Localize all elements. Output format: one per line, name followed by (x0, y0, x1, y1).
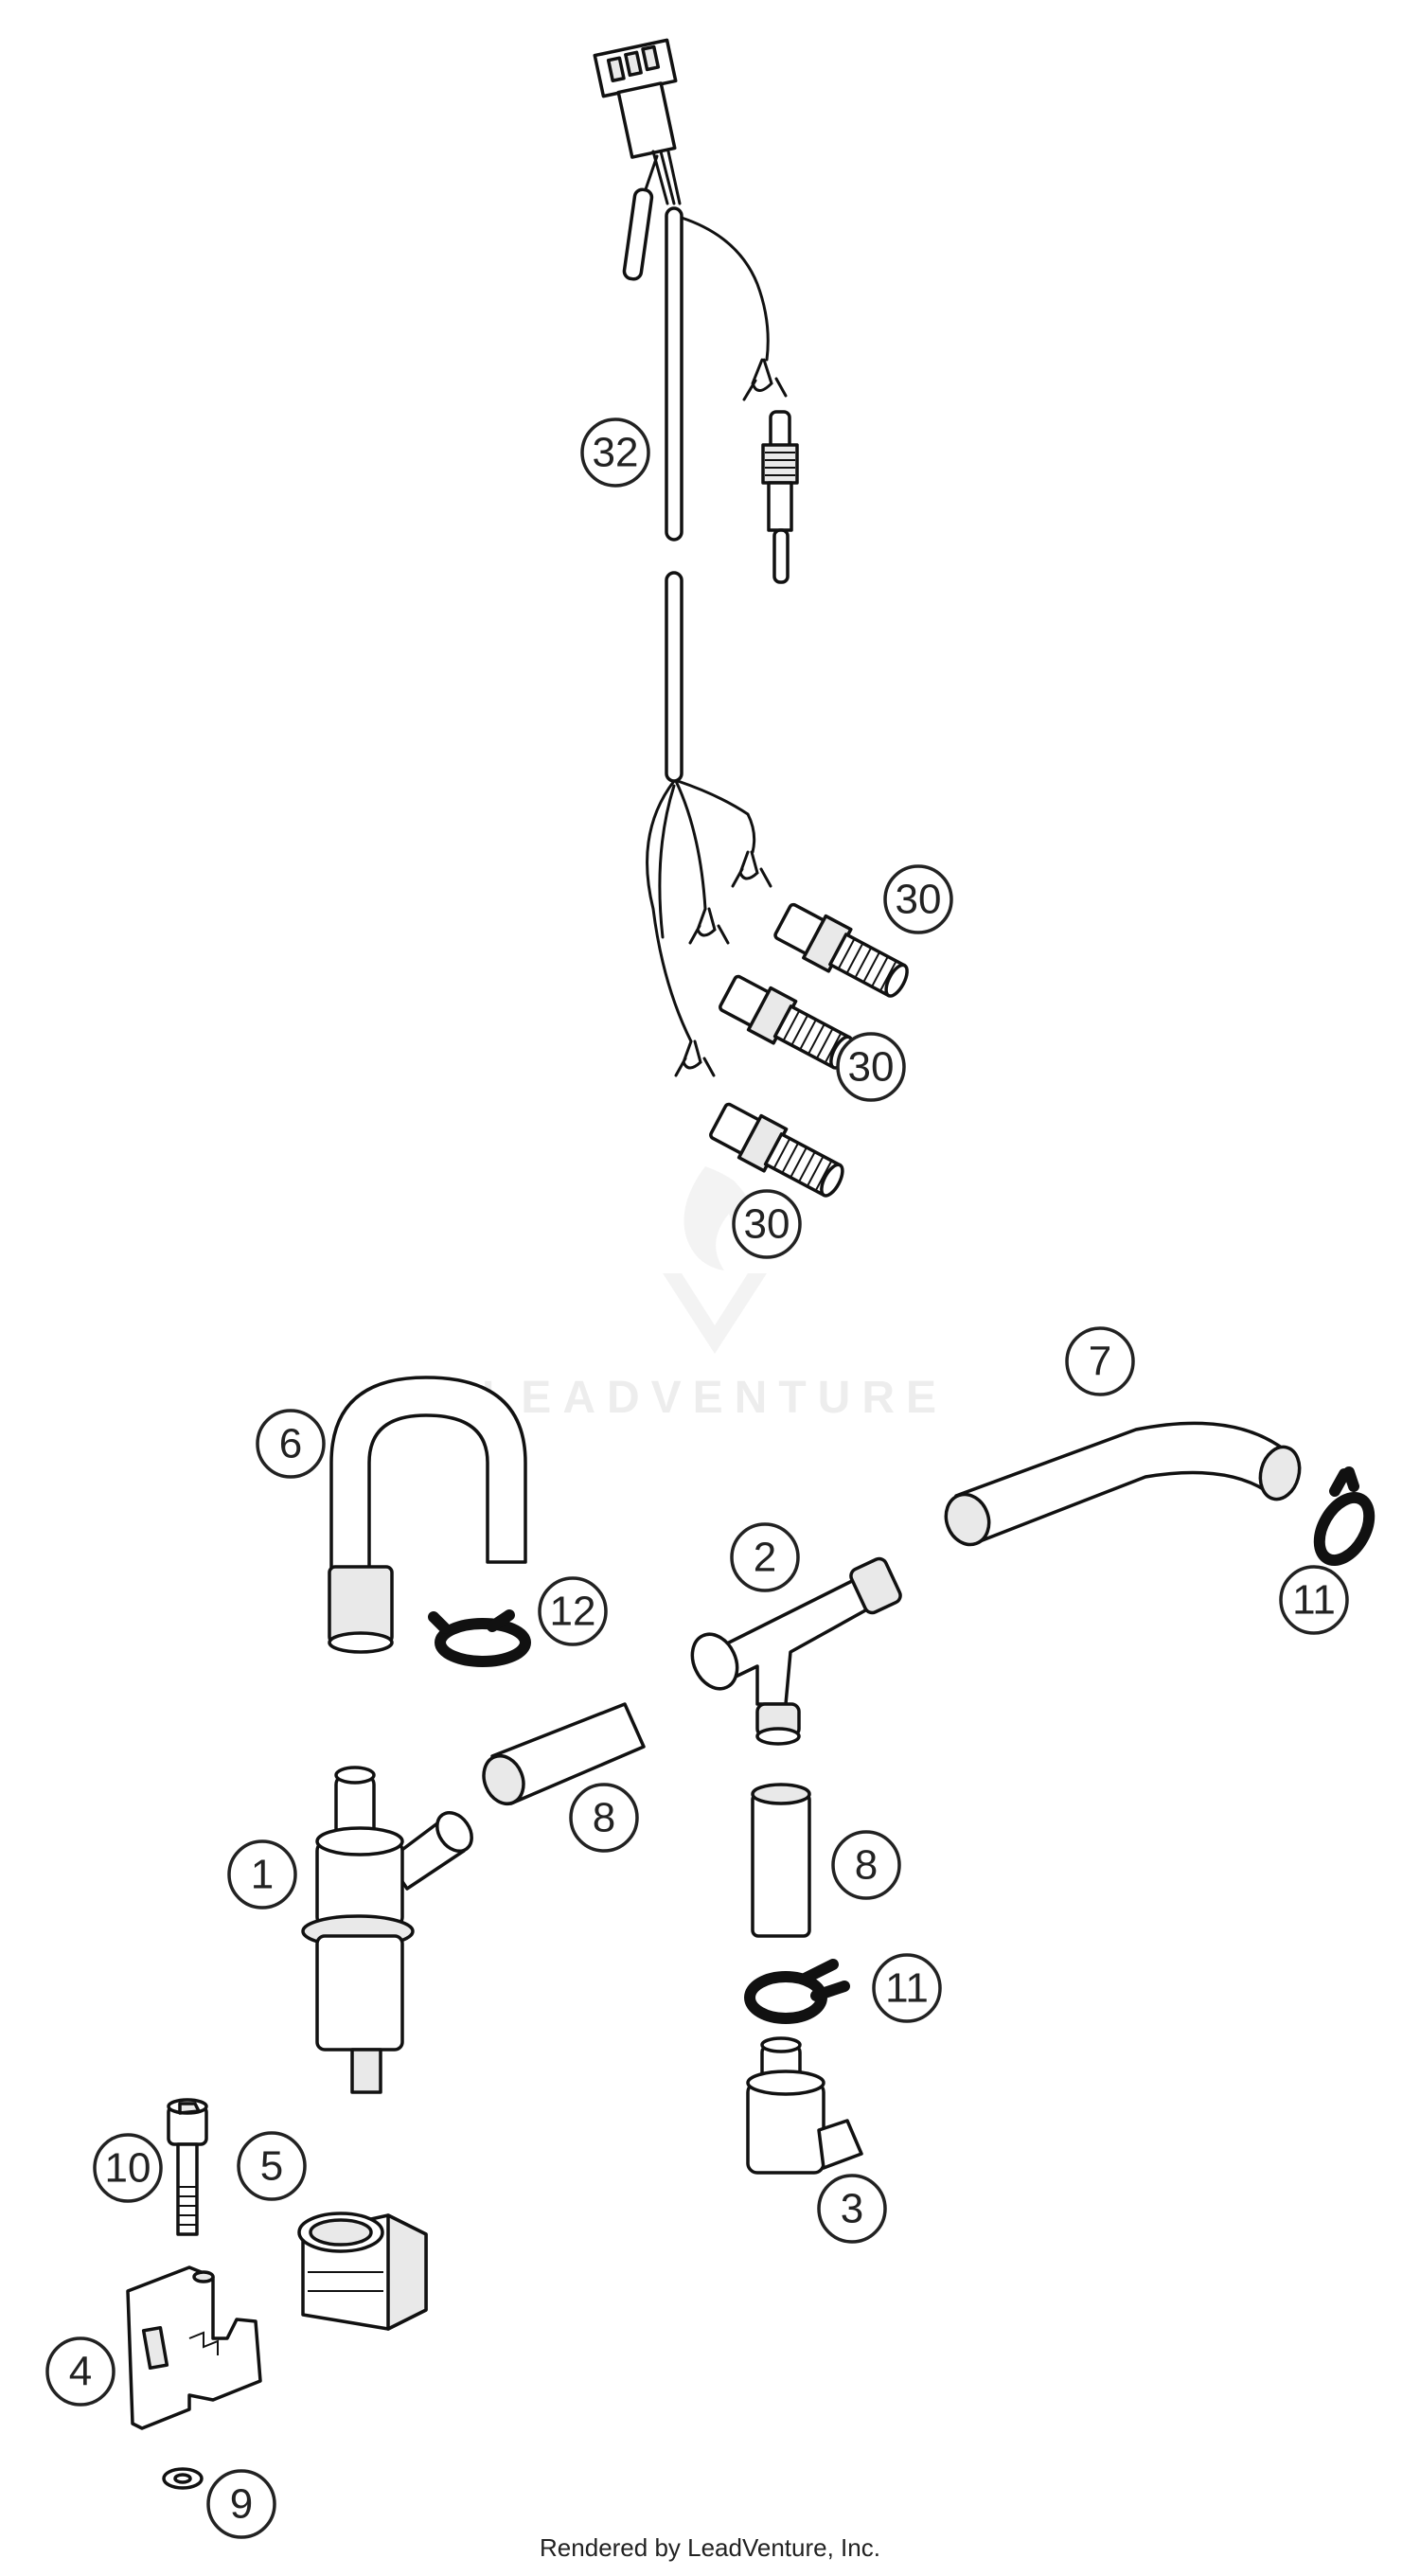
ring-terminal-top (742, 358, 788, 401)
callout-11b[interactable]: 11 (872, 1953, 942, 2023)
valve-body-1[interactable] (301, 1766, 479, 2094)
callout-30c-label: 30 (744, 1201, 790, 1248)
harness-cable-lower (665, 571, 683, 783)
watermark-logo (663, 1166, 767, 1354)
callout-4-label: 4 (69, 2349, 92, 2395)
callout-6-label: 6 (279, 1421, 302, 1467)
callout-7-label: 7 (1089, 1339, 1111, 1385)
watermark-text: LEADVENTURE (482, 1373, 948, 1423)
short-hose-8a[interactable] (477, 1702, 646, 1810)
bent-hose-7[interactable] (939, 1421, 1305, 1551)
callout-5-label: 5 (260, 2143, 283, 2190)
callout-30a[interactable]: 30 (883, 864, 953, 934)
ring-terminal-2 (688, 907, 730, 945)
callout-30b[interactable]: 30 (836, 1032, 906, 1102)
callout-3-label: 3 (841, 2186, 863, 2232)
temperature-sensor-30c[interactable] (707, 1099, 850, 1205)
hose-clamp-12[interactable] (428, 1609, 531, 1667)
bolt-10[interactable] (167, 2098, 208, 2236)
callout-10-label: 10 (105, 2145, 151, 2192)
harness-cable-upper (665, 206, 683, 542)
callout-8b[interactable]: 8 (831, 1830, 901, 1900)
callout-8a-label: 8 (593, 1795, 615, 1841)
callout-11a-label: 11 (1292, 1577, 1336, 1624)
wiring-harness-32[interactable] (593, 38, 799, 1077)
u-hose-6[interactable] (328, 1376, 527, 1654)
short-hose-8b[interactable] (751, 1783, 811, 1938)
callout-1[interactable]: 1 (227, 1839, 297, 1910)
callout-9[interactable]: 9 (206, 2469, 276, 2539)
temperature-sensor-30a[interactable] (772, 899, 914, 1005)
callout-10[interactable]: 10 (93, 2133, 163, 2203)
callout-32-label: 32 (593, 430, 639, 476)
ring-terminal-3 (674, 1039, 716, 1077)
callout-9-label: 9 (230, 2481, 253, 2528)
callout-1-label: 1 (251, 1852, 274, 1898)
render-credit: Rendered by LeadVenture, Inc. (540, 2533, 880, 2562)
elbow-fitting-3[interactable] (746, 2036, 863, 2175)
callout-30c[interactable]: 30 (732, 1189, 802, 1259)
callout-30a-label: 30 (896, 877, 942, 923)
callout-8a[interactable]: 8 (569, 1783, 639, 1853)
hose-clamp-11b[interactable] (744, 1959, 850, 2024)
callout-6[interactable]: 6 (256, 1409, 326, 1479)
callout-2-label: 2 (754, 1535, 776, 1581)
ring-terminal-1 (731, 850, 772, 888)
t-connector-2[interactable] (683, 1556, 902, 1746)
bracket-4[interactable] (126, 2265, 262, 2430)
callout-2[interactable]: 2 (730, 1522, 800, 1592)
callout-11b-label: 11 (885, 1965, 929, 2012)
callout-5[interactable]: 5 (237, 2131, 307, 2201)
callout-30b-label: 30 (848, 1044, 895, 1091)
hose-clamp-11a[interactable] (1309, 1466, 1379, 1569)
callout-12-label: 12 (550, 1589, 596, 1635)
washer-9[interactable] (162, 2467, 204, 2490)
callout-11a[interactable]: 11 (1279, 1565, 1349, 1635)
callout-7[interactable]: 7 (1065, 1326, 1135, 1396)
callout-8b-label: 8 (855, 1842, 878, 1889)
callout-3[interactable]: 3 (817, 2174, 887, 2244)
mount-block-5[interactable] (297, 2212, 428, 2331)
callout-4[interactable]: 4 (45, 2336, 115, 2407)
temperature-sensor-top (761, 410, 799, 584)
callout-12[interactable]: 12 (538, 1576, 608, 1646)
callout-32[interactable]: 32 (580, 417, 650, 488)
